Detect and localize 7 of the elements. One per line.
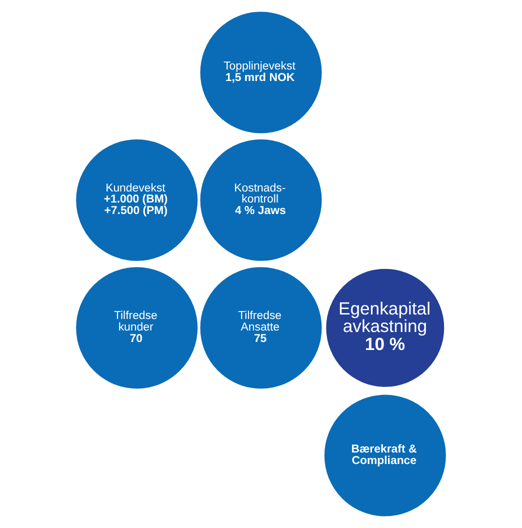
node-circle: Tilfredse kunder 70 bbox=[76, 267, 198, 389]
node-circle: Bærekraft & Compliance bbox=[324, 394, 446, 516]
node-circle: Kostnads- kontroll 4 % Jaws bbox=[200, 139, 322, 261]
node-circle: Tilfredse Ansatte 75 bbox=[200, 267, 322, 389]
node-circle: Egenkapital avkastning 10 % bbox=[324, 266, 447, 390]
node-circle: Kundevekst +1.000 (BM) +7.500 (PM) bbox=[76, 139, 198, 261]
node-circle: Topplinjevekst 1,5 mrd NOK bbox=[200, 12, 322, 134]
